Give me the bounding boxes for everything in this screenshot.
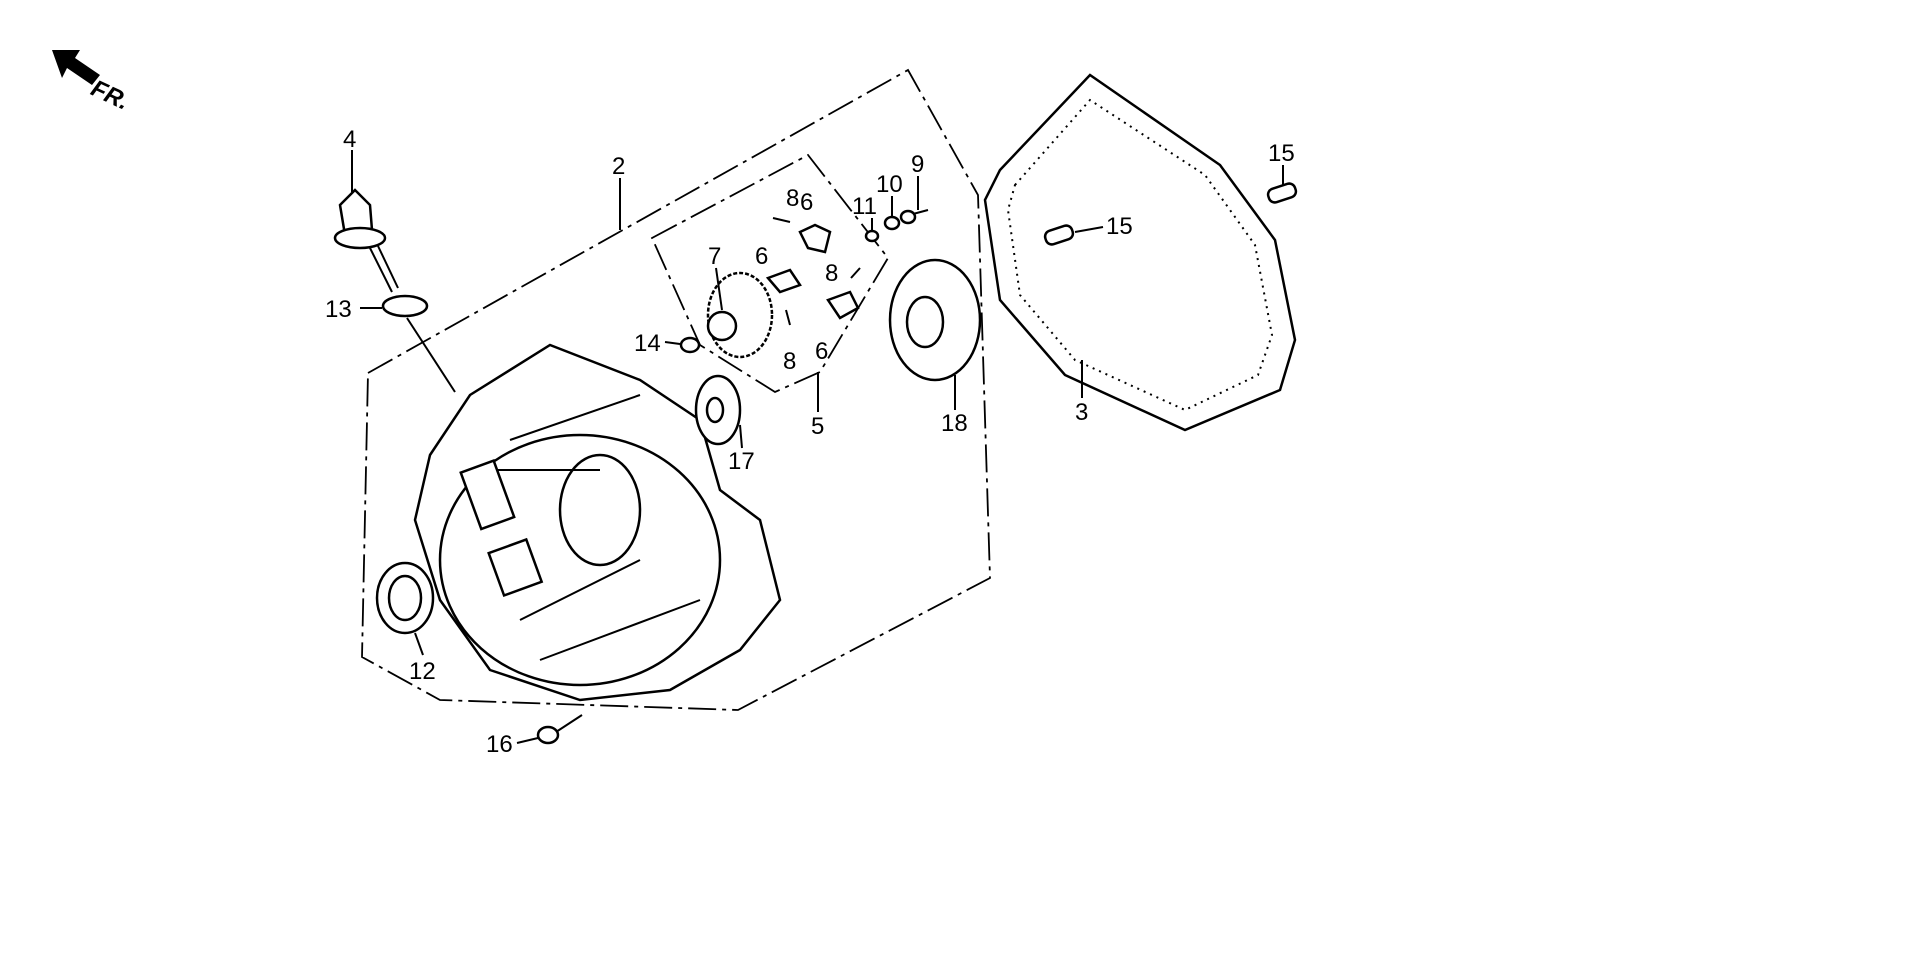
pins-8: [772, 217, 861, 326]
oil-filler-cap: [333, 188, 399, 293]
callout-15: 15: [1268, 140, 1295, 167]
callout-16: 16: [486, 731, 513, 758]
callout-9: 9: [911, 151, 924, 178]
bearing-17: [694, 374, 742, 446]
callout-18: 18: [941, 410, 968, 437]
leader-lines: [351, 150, 1284, 744]
callout-11: 11: [852, 193, 877, 220]
bolt-washer-9-10-11: [864, 209, 929, 243]
callout-2: 2: [612, 153, 625, 180]
dowel-pins-15: [1043, 182, 1298, 246]
governor-boundary: [650, 153, 890, 394]
bolt-16: [536, 714, 583, 745]
callout-15: 15: [1106, 213, 1133, 240]
governor-gear: [706, 271, 774, 359]
callout-7: 7: [708, 243, 721, 270]
oil-seal-12: [375, 561, 435, 635]
callout-6: 6: [755, 243, 768, 270]
callout-8: 8: [786, 185, 799, 212]
callout-4: 4: [343, 126, 356, 153]
callout-10: 10: [876, 171, 903, 198]
crankcase-cover: [413, 343, 782, 702]
callout-12: 12: [409, 658, 436, 685]
bearing-18: [888, 258, 982, 382]
callout-17: 17: [728, 448, 755, 475]
callout-8: 8: [825, 260, 838, 287]
callouts: 4 2 8 6 11 10 9 15 15 7 6 8 13 14 8 6 3 …: [325, 126, 1295, 758]
washer-14: [679, 336, 701, 354]
callout-6: 6: [815, 338, 828, 365]
gasket: [983, 73, 1297, 432]
callout-3: 3: [1075, 399, 1088, 426]
callout-6: 6: [800, 189, 813, 216]
callout-5: 5: [811, 413, 824, 440]
callout-8: 8: [783, 348, 796, 375]
o-ring: [381, 294, 429, 318]
front-arrow-icon: FR.: [52, 50, 133, 116]
callout-13: 13: [325, 296, 352, 323]
callout-14: 14: [634, 330, 661, 357]
assembly-boundary: [361, 68, 991, 711]
governor-arms-6: [765, 223, 860, 320]
